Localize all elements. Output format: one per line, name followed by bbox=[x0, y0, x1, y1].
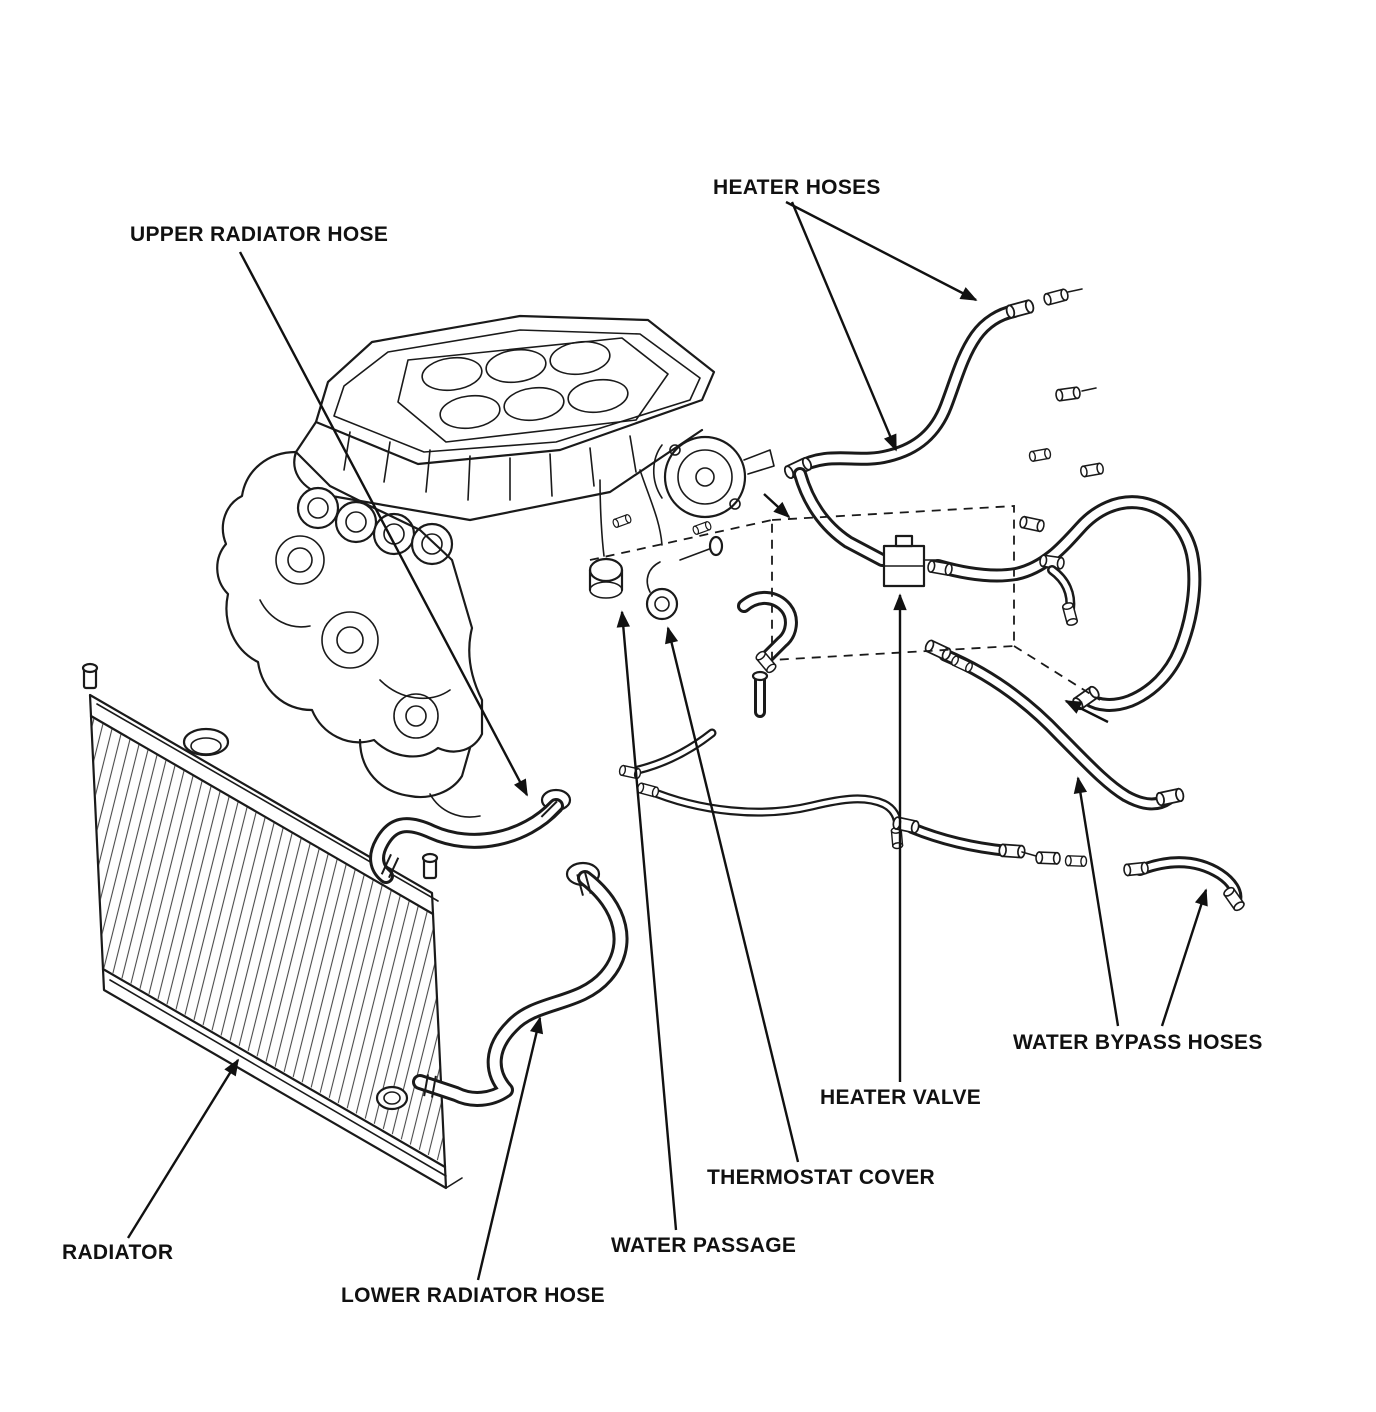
label-heater-valve: HEATER VALVE bbox=[820, 1086, 981, 1109]
thermostat-cover-part bbox=[645, 561, 679, 621]
hose-fitting bbox=[1042, 287, 1070, 307]
water-bypass-hoses-part bbox=[891, 638, 1247, 913]
leader-upper-radiator-hose bbox=[238, 251, 529, 797]
radiator-cap bbox=[182, 727, 230, 757]
leader-water-bypass-1 bbox=[1073, 776, 1120, 1027]
leader-heater-hoses-2 bbox=[790, 201, 898, 452]
arrow-bypass-connection bbox=[1064, 699, 1109, 724]
leader-lower-radiator-hose bbox=[476, 1016, 544, 1281]
intake-runners bbox=[296, 486, 454, 566]
hose-fitting bbox=[1018, 515, 1046, 533]
engine-cover-panel bbox=[397, 337, 669, 443]
engine-illustration bbox=[216, 314, 904, 850]
leader-water-passage bbox=[616, 610, 678, 1231]
label-radiator: RADIATOR bbox=[62, 1241, 173, 1264]
hose-fitting bbox=[998, 843, 1026, 859]
lower-radiator-hose-part bbox=[412, 861, 629, 1107]
hose-fitting bbox=[1035, 851, 1061, 865]
label-thermostat-cover: THERMOSTAT COVER bbox=[707, 1166, 935, 1189]
hose-fitting bbox=[1064, 855, 1088, 867]
dashed-reference-lines bbox=[589, 505, 1101, 701]
label-heater-hoses: HEATER HOSES bbox=[713, 176, 881, 199]
throttle-body bbox=[652, 435, 775, 519]
leader-heater-hoses-1 bbox=[785, 200, 978, 302]
label-water-passage: WATER PASSAGE bbox=[611, 1234, 796, 1257]
intake-ovals bbox=[421, 340, 629, 430]
leader-thermostat-cover bbox=[665, 626, 800, 1163]
radiator-illustration bbox=[81, 662, 463, 1190]
engine-cover-outline bbox=[314, 314, 716, 466]
heater-valve-part bbox=[882, 534, 939, 588]
label-water-bypass-hoses: WATER BYPASS HOSES bbox=[1013, 1031, 1263, 1054]
label-upper-radiator-hose: UPPER RADIATOR HOSE bbox=[130, 223, 388, 246]
radiator-core bbox=[92, 717, 444, 1164]
hose-fitting bbox=[611, 513, 633, 529]
hose-fitting bbox=[691, 520, 713, 536]
hose-fitting bbox=[1122, 861, 1150, 877]
leader-lines bbox=[126, 200, 1208, 1281]
upper-radiator-hose-part bbox=[369, 788, 572, 884]
hose-fitting bbox=[635, 781, 661, 799]
leader-water-bypass-2 bbox=[1160, 888, 1208, 1027]
arrow-hose-connection bbox=[763, 493, 791, 519]
hose-fitting bbox=[1028, 447, 1052, 463]
radiator-outlet bbox=[375, 1085, 409, 1111]
heater-hoses-part bbox=[782, 287, 1202, 712]
hose-fitting bbox=[1061, 601, 1079, 627]
hose-fitting bbox=[1154, 787, 1186, 807]
hose-fitting bbox=[1054, 385, 1082, 403]
part-labels: HEATER HOSES UPPER RADIATOR HOSE WATER B… bbox=[62, 176, 1263, 1307]
water-passage-part bbox=[588, 557, 624, 599]
hose-fitting bbox=[1004, 298, 1036, 320]
hose-fitting bbox=[1079, 462, 1105, 478]
manifold-ribs bbox=[343, 431, 637, 501]
engine-block bbox=[216, 450, 484, 758]
leader-radiator bbox=[126, 1058, 240, 1239]
label-lower-radiator-hose: LOWER RADIATOR HOSE bbox=[341, 1284, 605, 1307]
